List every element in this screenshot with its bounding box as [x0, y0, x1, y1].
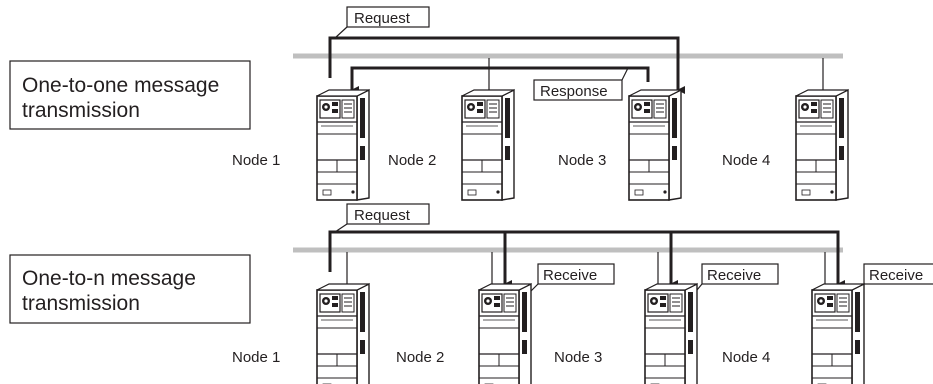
- mode-label-line2: transmission: [22, 292, 140, 315]
- mode-label-line1: One-to-one message: [22, 74, 219, 97]
- panel-one-to-one: One-to-one message transmission Request …: [9, 6, 849, 201]
- node-label-4: Node 4: [722, 349, 770, 366]
- node-label-1: Node 1: [232, 349, 280, 366]
- receive-callout-1: [537, 263, 615, 285]
- node-label-1: Node 1: [232, 152, 280, 169]
- request-label: Request: [354, 207, 411, 224]
- node-label-4: Node 4: [722, 152, 770, 169]
- node-label-2: Node 2: [396, 349, 444, 366]
- node-label-3: Node 3: [558, 152, 606, 169]
- request-label: Request: [354, 10, 411, 27]
- device-node-3: [644, 283, 698, 384]
- device-node-1: [316, 283, 370, 384]
- mode-label-line2: transmission: [22, 99, 140, 122]
- device-node-4: [795, 89, 849, 201]
- mode-label-box: [9, 60, 251, 130]
- mode-label-line1: One-to-n message: [22, 267, 196, 290]
- device-node-2: [461, 89, 515, 201]
- device-node-1: [316, 89, 370, 201]
- response-path: [350, 66, 650, 94]
- receive-label-2: Receive: [707, 267, 761, 284]
- response-callout: [533, 79, 623, 101]
- device-node-3: [628, 89, 682, 201]
- node-label-2: Node 2: [388, 152, 436, 169]
- receive-label-3: Receive: [869, 267, 923, 284]
- device-node-2: [478, 283, 532, 384]
- receive-label-1: Receive: [543, 267, 597, 284]
- request-callout: [346, 6, 430, 28]
- receive-callout-3: [863, 263, 933, 285]
- panel-one-to-n: One-to-n message transmission Request Re…: [9, 203, 933, 384]
- request-callout: [346, 203, 430, 225]
- mode-label-box: [9, 254, 251, 324]
- receive-callout-2: [701, 263, 779, 285]
- broadcast-path: [328, 230, 845, 288]
- response-label: Response: [540, 83, 608, 100]
- device-node-4: [811, 283, 865, 384]
- request-path: [328, 36, 685, 94]
- node-label-3: Node 3: [554, 349, 602, 366]
